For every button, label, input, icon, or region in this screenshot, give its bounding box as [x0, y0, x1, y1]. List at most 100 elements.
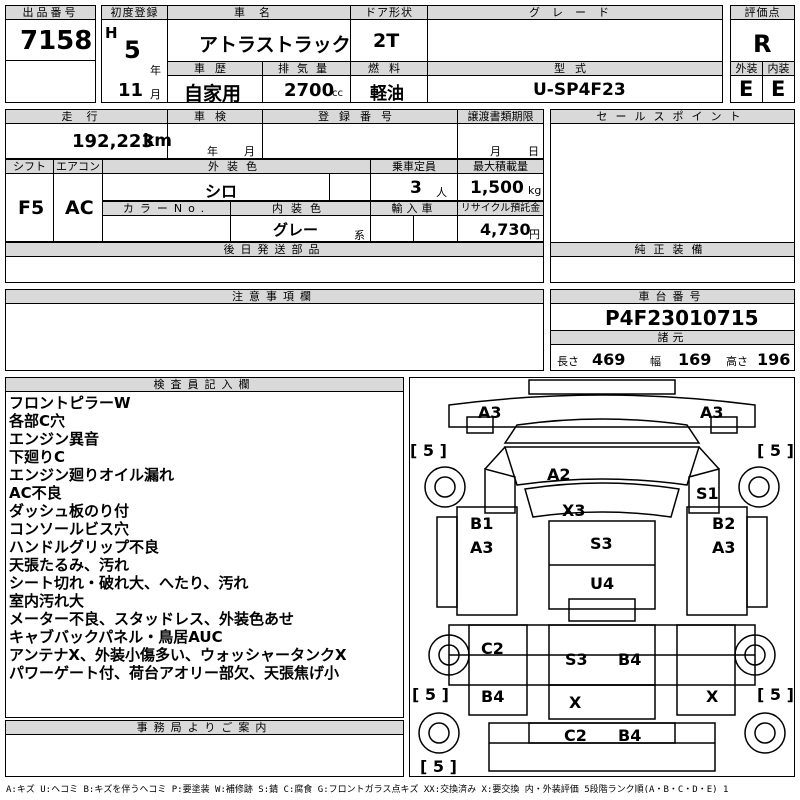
- note-line: ダッシュ板のり付: [9, 502, 130, 520]
- int-color-label: 内装色: [230, 201, 371, 216]
- mark-a3-mid-left: A3: [470, 538, 494, 557]
- note-line: エンジン廻りオイル漏れ: [9, 466, 175, 484]
- mark-b4-left: B4: [481, 687, 505, 706]
- score-label: 評価点: [730, 5, 795, 20]
- import-cell: [370, 215, 414, 242]
- mark-tire-bottom-right: [ 5 ]: [757, 685, 794, 704]
- lot-blank-cell: [5, 60, 96, 103]
- mileage-label: 走行: [5, 109, 168, 124]
- later-parts-label: 後日発送部品: [5, 242, 544, 257]
- mileage-value: 192,223: [72, 131, 154, 152]
- era: H: [105, 24, 118, 42]
- transfer-label: 譲渡書類期限: [457, 109, 544, 124]
- lot-label: 出品番号: [5, 5, 96, 20]
- plate-label: 登録番号: [262, 109, 458, 124]
- score-value: R: [753, 30, 772, 58]
- note-line: シート切れ・破れ大、へたり、汚れ: [9, 574, 249, 592]
- mark-a2: A2: [547, 465, 571, 484]
- chassis-value: P4F23010715: [605, 306, 759, 330]
- mark-s1: S1: [696, 484, 719, 503]
- mark-s3-top: S3: [590, 534, 613, 553]
- note-line: ハンドルグリップ不良: [9, 538, 160, 556]
- history-value: 自家用: [184, 83, 242, 105]
- diagram-frame: [409, 377, 795, 777]
- load-unit: kg: [528, 184, 542, 197]
- legend-text: A:キズ U:ヘコミ B:キズを伴うヘコミ P:要塗装 W:補修跡 S:錆 C:…: [6, 785, 729, 795]
- inspector-label: 検査員記入欄: [5, 377, 404, 392]
- ext-color-label: 外装色: [102, 159, 371, 174]
- recycle-value: 4,730: [480, 220, 531, 239]
- inspection-month-unit: 月: [244, 145, 255, 158]
- exterior-label: 外装: [730, 61, 763, 76]
- note-line: フロントピラーW: [9, 394, 131, 412]
- plate-cell: [262, 123, 458, 159]
- model-label: 型式: [427, 61, 723, 76]
- mark-b4-center: B4: [618, 650, 642, 669]
- caution-cell: [5, 303, 544, 371]
- note-line: パワーゲート付、荷台アオリー部欠、天張焦げ小: [9, 664, 340, 682]
- name-label: 車名: [167, 5, 351, 20]
- model-value: U-SP4F23: [533, 80, 626, 100]
- note-line: コンソールビス穴: [9, 520, 130, 538]
- mark-a3-top-right: A3: [700, 403, 724, 422]
- recycle-unit: 円: [529, 228, 540, 241]
- grade-cell: [427, 19, 723, 62]
- mark-tire-top-right: [ 5 ]: [757, 441, 794, 460]
- later-parts-cell: [5, 256, 544, 283]
- color-no-cell: [102, 215, 231, 242]
- office-cell: [5, 734, 404, 777]
- note-line: エンジン異音: [9, 430, 100, 448]
- displacement-unit: cc: [332, 88, 343, 99]
- model-cell: [427, 75, 723, 103]
- recycle-cell: [457, 215, 544, 242]
- inspector-notes: フロントピラーW 各部C穴 エンジン異音 下廻りC エンジン廻りオイル漏れ AC…: [9, 394, 347, 682]
- first-reg-label: 初度登録: [101, 5, 168, 20]
- mark-x-center: X: [569, 693, 582, 712]
- length-label: 長さ: [557, 355, 579, 368]
- caution-label: 注意事項欄: [5, 289, 544, 304]
- shift-label: シフト: [5, 159, 54, 174]
- truck-diagram: [418, 379, 786, 772]
- inspector-cell: [5, 391, 404, 718]
- import-cell-2: [413, 215, 458, 242]
- interior-cell: [762, 75, 795, 103]
- year-unit: 年: [150, 64, 161, 77]
- mileage-unit: km: [143, 131, 173, 151]
- width-value: 169: [678, 350, 712, 369]
- ext-color-sub-cell: [329, 173, 371, 201]
- note-line: AC不良: [9, 484, 62, 502]
- mark-tire-bottom-back: [ 5 ]: [420, 757, 457, 776]
- grade-label: グレード: [427, 5, 723, 20]
- mark-c2-left: C2: [481, 639, 504, 658]
- exterior-value: E: [739, 77, 754, 101]
- int-color-value: グレー: [273, 221, 319, 239]
- capacity-unit: 人: [436, 186, 447, 199]
- office-label: 事務局よりご案内: [5, 720, 404, 735]
- note-line: 下廻りC: [9, 448, 66, 466]
- genuine-cell: [550, 256, 795, 283]
- dims-label: 諸元: [550, 330, 795, 345]
- door-label: ドア形状: [350, 5, 428, 20]
- recycle-label: リサイクル預託金: [457, 201, 544, 216]
- int-color-unit: 系: [354, 229, 365, 242]
- door-type: 2T: [373, 30, 400, 52]
- ext-color-value: シロ: [205, 182, 238, 201]
- note-line: 室内汚れ大: [9, 592, 85, 610]
- mark-u4: U4: [590, 574, 615, 593]
- reg-year: 5: [124, 36, 141, 64]
- mark-tire-bottom-left: [ 5 ]: [412, 685, 449, 704]
- displacement-value: 2700: [284, 80, 335, 101]
- note-line: アンテナX、外装小傷多い、ウォッシャータンクX: [9, 646, 347, 664]
- inspection-label: 車検: [167, 109, 263, 124]
- load-cell: [457, 173, 544, 201]
- mark-c2-bottom: C2: [564, 726, 587, 745]
- lot-number: 7158: [20, 26, 93, 56]
- height-value: 196: [757, 350, 791, 369]
- transfer-month-unit: 月: [490, 145, 501, 158]
- capacity-label: 乗車定員: [370, 159, 458, 174]
- height-label: 高さ: [726, 355, 748, 368]
- displacement-label: 排気量: [262, 61, 351, 76]
- transfer-cell: [457, 123, 544, 159]
- load-label: 最大積載量: [457, 159, 544, 174]
- mark-s3-bottom: S3: [565, 650, 588, 669]
